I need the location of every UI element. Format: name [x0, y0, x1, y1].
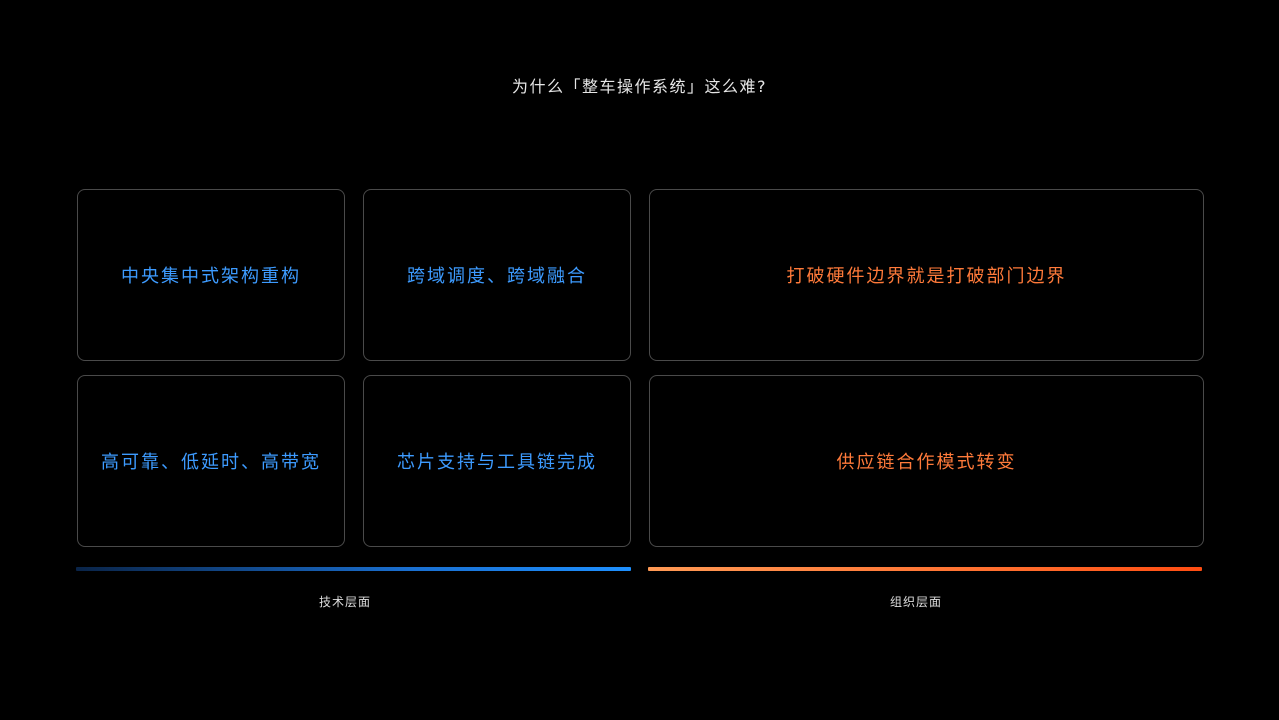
org-card-label: 供应链合作模式转变	[836, 452, 1017, 473]
slide-title: 为什么「整车操作系统」这么难?	[512, 77, 767, 96]
org-card-boundaries: 打破硬件边界就是打破部门边界	[649, 189, 1204, 361]
tech-card-reliability: 高可靠、低延时、高带宽	[77, 375, 345, 547]
tech-card-label: 跨域调度、跨域融合	[407, 266, 587, 287]
tech-card-label: 芯片支持与工具链完成	[397, 452, 597, 473]
tech-card-toolchain: 芯片支持与工具链完成	[363, 375, 631, 547]
tech-card-architecture: 中央集中式架构重构	[77, 189, 345, 361]
tech-caption: 技术层面	[318, 595, 371, 609]
tech-card-label: 高可靠、低延时、高带宽	[101, 452, 321, 473]
tech-card-scheduling: 跨域调度、跨域融合	[363, 189, 631, 361]
org-gradient-bar	[648, 567, 1202, 571]
tech-gradient-bar	[76, 567, 631, 571]
org-card-supply-chain: 供应链合作模式转变	[649, 375, 1204, 547]
tech-card-label: 中央集中式架构重构	[121, 266, 301, 287]
org-card-label: 打破硬件边界就是打破部门边界	[786, 266, 1067, 287]
org-caption: 组织层面	[889, 595, 942, 609]
